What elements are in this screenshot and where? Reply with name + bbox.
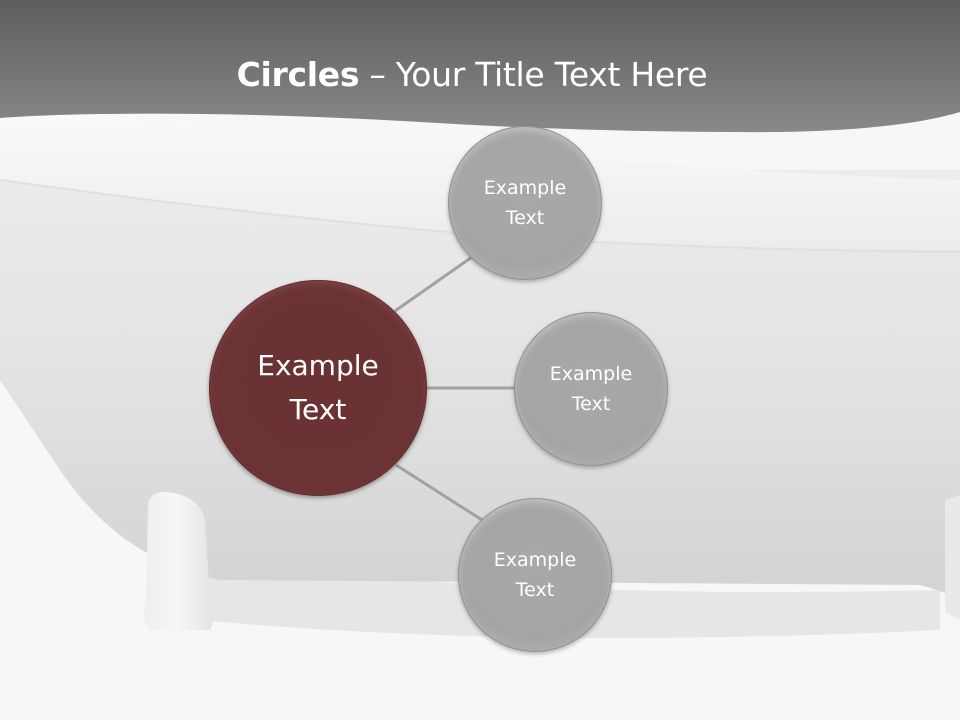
main-circle-text-line2: Text [289, 393, 347, 426]
sub-circle-text-line1: Example [493, 549, 577, 571]
slide-title-bold: Circles [236, 55, 360, 94]
sub-circle-top[interactable]: Example Text [448, 126, 602, 280]
connector-line-bottom [395, 463, 483, 522]
sub-circle-bottom[interactable]: Example Text [458, 498, 612, 652]
main-circle-text-line1: Example [257, 349, 379, 382]
sub-circle-text-line2: Text [515, 579, 555, 601]
slide-title: Circles – Your Title Text Here [0, 52, 944, 98]
sub-circle-middle[interactable]: Example Text [514, 312, 668, 466]
sub-circle-text-line2: Text [571, 393, 611, 415]
sub-circle-text-line1: Example [483, 177, 567, 199]
connector-line-top [394, 255, 473, 313]
main-circle[interactable]: Example Text [209, 280, 427, 496]
slide-title-rest: – Your Title Text Here [359, 55, 708, 94]
sub-circle-text-line1: Example [549, 363, 633, 385]
sub-circle-text-line2: Text [505, 207, 545, 229]
